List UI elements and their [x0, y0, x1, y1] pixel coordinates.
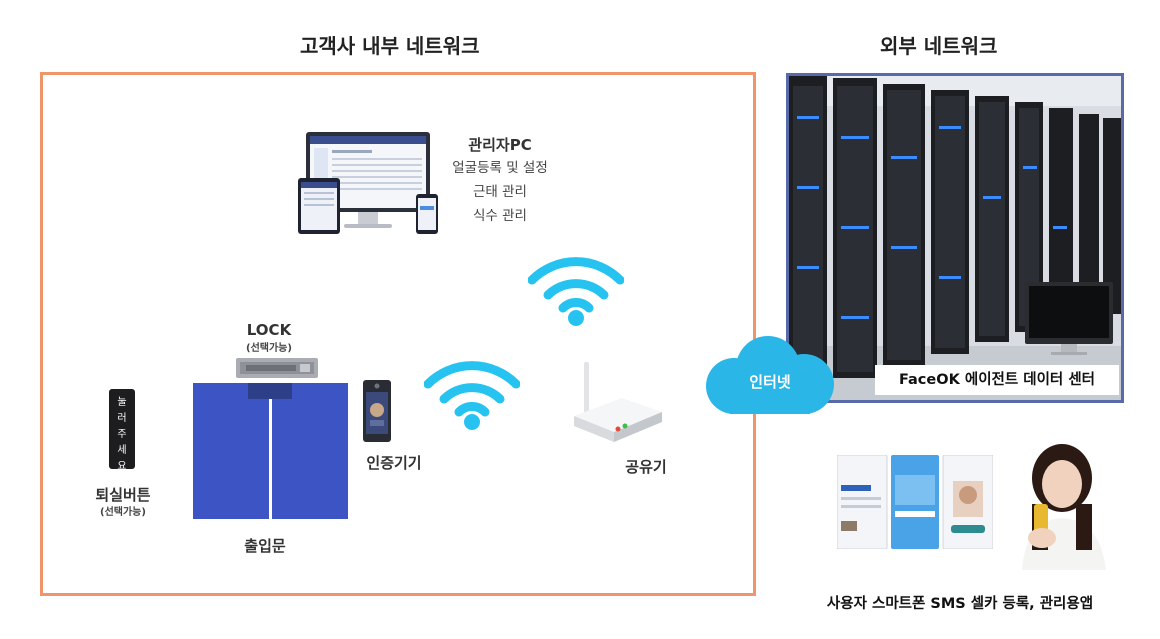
router-label: 공유기	[625, 458, 667, 476]
wifi-icon	[528, 257, 624, 326]
external-network-title: 외부 네트워크	[880, 34, 998, 58]
door-divider	[269, 383, 272, 519]
exit-button-char: 요	[117, 461, 127, 472]
auth-device-image	[363, 380, 391, 442]
auth-device-label: 인증기기	[366, 454, 422, 472]
internal-network-box	[40, 72, 756, 596]
datacenter-label: FaceOK 에이전트 데이터 센터	[898, 372, 1096, 388]
door-label: 출입문	[244, 537, 286, 555]
admin-pc-feature-item: 근태 관리	[473, 184, 527, 200]
internet-label: 인터넷	[749, 373, 791, 391]
exit-button-note: (선택가능)	[100, 507, 146, 518]
datacenter-image	[789, 76, 1121, 400]
door-image	[193, 383, 348, 519]
wifi-icon	[424, 361, 520, 430]
external-network-box: FaceOK 에이전트 데이터 센터	[786, 73, 1124, 403]
admin-pc-feature-item: 식수 관리	[473, 208, 527, 224]
admin-pc-devices-image	[298, 132, 438, 234]
exit-button-title: 퇴실버튼	[95, 486, 151, 504]
admin-pc-title: 관리자PC	[468, 136, 532, 154]
exit-button-char: 세	[117, 445, 127, 456]
internal-network-title: 고객사 내부 네트워크	[300, 34, 480, 58]
exit-button-image: 눌 러 주 세 요	[109, 389, 135, 472]
admin-pc-feature-item: 얼굴등록 및 설정	[452, 160, 548, 176]
mobile-caption: 사용자 스마트폰 SMS 셀카 등록, 관리용앱	[826, 596, 1094, 612]
lock-note: (선택가능)	[246, 343, 292, 354]
internet-cloud-icon	[706, 336, 834, 414]
magnetic-lock-image	[236, 358, 318, 378]
lock-title: LOCK	[246, 321, 292, 339]
user-with-smartphone-image	[1022, 444, 1106, 570]
door-lock-plate	[248, 383, 292, 399]
admin-pc-feature-list: 얼굴등록 및 설정 근태 관리 식수 관리	[440, 156, 560, 228]
exit-button-char: 러	[117, 413, 127, 424]
mobile-app-screens-image	[837, 455, 993, 549]
router-image	[574, 362, 662, 442]
exit-button-char: 눌	[117, 397, 127, 408]
exit-button-char: 주	[117, 429, 127, 440]
